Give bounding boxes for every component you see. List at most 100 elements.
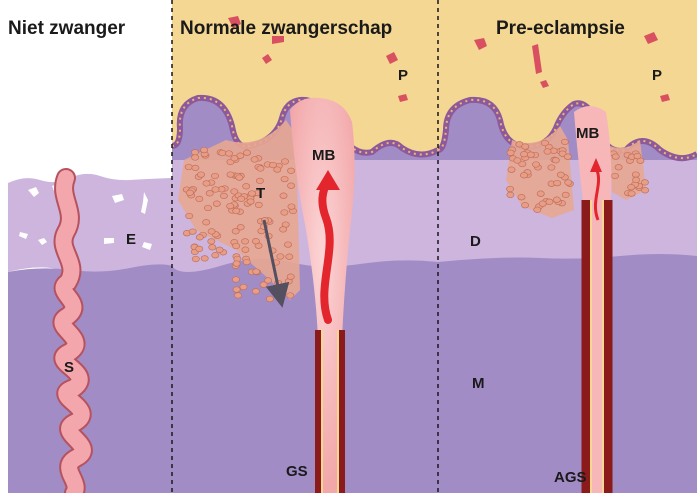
trophoblast-cell xyxy=(237,225,244,231)
trophoblast-cell xyxy=(527,152,534,158)
trophoblast-cell xyxy=(232,277,239,283)
trophoblast-cell xyxy=(288,168,295,174)
trophoblast-cell xyxy=(518,194,525,200)
trophoblast-cell xyxy=(287,293,294,299)
trophoblast-cell xyxy=(204,205,211,211)
trophoblast-cell xyxy=(189,229,196,235)
trophoblast-cell xyxy=(236,175,243,181)
trophoblast-cell xyxy=(233,287,240,293)
trophoblast-cell xyxy=(233,261,240,267)
trophoblast-cell xyxy=(632,172,639,178)
panel-non-pregnant: Niet zwanger E S xyxy=(0,0,172,493)
trophoblast-cell xyxy=(284,242,291,248)
trophoblast-cell xyxy=(557,172,564,178)
trophoblast-cell xyxy=(208,229,215,235)
trophoblast-cell xyxy=(192,155,199,161)
trophoblast-cell xyxy=(231,156,238,162)
trophoblast-cell xyxy=(522,202,529,208)
trophoblast-cell xyxy=(251,157,258,163)
trophoblast-cell xyxy=(213,201,220,207)
trophoblast-cell xyxy=(242,247,249,253)
trophoblast-cell xyxy=(201,256,208,262)
trophoblast-cell xyxy=(196,235,203,241)
trophoblast-cell xyxy=(196,246,203,252)
trophoblast-cell xyxy=(243,150,250,156)
trophoblast-cell xyxy=(539,201,546,207)
trophoblast-cell xyxy=(554,180,561,186)
trophoblast-cell xyxy=(288,204,295,210)
trophoblast-cell xyxy=(265,278,272,284)
trophoblast-cell xyxy=(642,188,649,194)
label-AGS: AGS xyxy=(554,469,587,486)
trophoblast-cell xyxy=(522,144,529,150)
trophoblast-cell xyxy=(247,199,254,205)
trophoblast-cell xyxy=(209,245,216,251)
trophoblast-cell xyxy=(220,193,227,199)
trophoblast-cell xyxy=(253,269,260,275)
trophoblast-cell xyxy=(287,274,294,280)
trophoblast-cell xyxy=(611,173,618,179)
trophoblast-cell xyxy=(288,183,295,189)
trophoblast-cell xyxy=(508,167,515,173)
trophoblast-cell xyxy=(280,227,287,233)
trophoblast-cell xyxy=(252,289,259,295)
label-T: T xyxy=(256,185,265,202)
trophoblast-cell xyxy=(507,150,514,156)
trophoblast-cell xyxy=(233,208,240,214)
trophoblast-cell xyxy=(507,192,514,198)
trophoblast-cell xyxy=(615,165,622,171)
trophoblast-cell xyxy=(286,254,293,260)
label-GS: GS xyxy=(286,463,308,480)
trophoblast-cell xyxy=(186,190,193,196)
trophoblast-cell xyxy=(537,191,544,197)
trophoblast-cell xyxy=(641,180,648,186)
trophoblast-cell xyxy=(514,158,521,164)
panel-title-normal-pregnancy: Normale zwangerschap xyxy=(180,18,392,39)
trophoblast-cell xyxy=(234,293,241,299)
label-P-pre: P xyxy=(652,67,662,84)
trophoblast-cell xyxy=(219,150,226,156)
trophoblast-cell xyxy=(541,140,548,146)
trophoblast-cell xyxy=(507,186,514,192)
trophoblast-cell xyxy=(552,158,559,164)
trophoblast-cell xyxy=(532,162,539,168)
trophoblast-cell xyxy=(544,149,551,155)
trophoblast-cell xyxy=(252,238,259,244)
trophoblast-cell xyxy=(242,239,249,245)
trophoblast-cell xyxy=(548,165,555,171)
trophoblast-cell xyxy=(628,191,635,197)
trophoblast-cell xyxy=(211,173,218,179)
trophoblast-cell xyxy=(227,172,234,178)
trophoblast-cell xyxy=(201,147,208,153)
trophoblast-cell xyxy=(248,191,255,197)
trophoblast-cell xyxy=(521,151,528,157)
panel-title-preeclampsia: Pre-eclampsie xyxy=(496,18,625,39)
trophoblast-cell xyxy=(281,159,288,165)
trophoblast-cell xyxy=(546,199,553,205)
label-S: S xyxy=(64,359,74,376)
panel-title-non-pregnant: Niet zwanger xyxy=(8,18,126,39)
label-P-normal: P xyxy=(398,67,408,84)
trophoblast-cell xyxy=(634,153,641,159)
trophoblast-cell xyxy=(203,181,210,187)
trophoblast-cell xyxy=(243,259,250,265)
trophoblast-cell xyxy=(257,166,264,172)
trophoblast-cell xyxy=(256,178,263,184)
trophoblast-cell xyxy=(280,193,287,199)
label-MB-normal: MB xyxy=(312,147,335,164)
trophoblast-cell xyxy=(238,196,245,202)
trophoblast-cell xyxy=(565,180,572,186)
label-M: M xyxy=(472,375,485,392)
trophoblast-cell xyxy=(192,165,199,171)
trophoblast-cell xyxy=(208,239,215,245)
trophoblast-cell xyxy=(203,220,210,226)
trophoblast-cell xyxy=(227,203,234,209)
trophoblast-cell xyxy=(266,296,273,302)
trophoblast-cell xyxy=(534,207,541,213)
trophoblast-cell xyxy=(233,243,240,249)
trophoblast-cell xyxy=(520,173,527,179)
trophoblast-cell xyxy=(185,164,192,170)
trophoblast-cell xyxy=(197,172,204,178)
label-D: D xyxy=(470,233,481,250)
